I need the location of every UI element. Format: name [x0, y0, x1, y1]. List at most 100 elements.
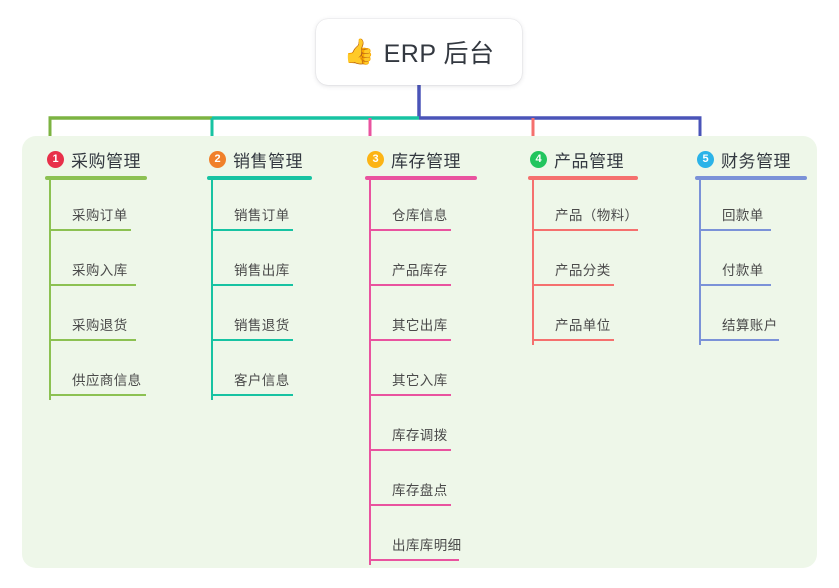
branch-item-label: 产品单位 [555, 318, 611, 333]
branch-item-label: 仓库信息 [392, 208, 448, 223]
branch-item-underline [371, 504, 451, 506]
branch-header-3[interactable]: 3 库存管理 [365, 146, 477, 172]
branch-item-label: 其它出库 [392, 318, 448, 333]
branch-item-underline [213, 229, 293, 231]
branch-number-badge: 2 [209, 150, 226, 168]
branch-item-underline [51, 339, 136, 341]
branch-item-label: 回款单 [722, 208, 764, 223]
branch-column-1: 1 采购管理采购订单采购入库采购退货供应商信息 [45, 146, 147, 400]
branch-item-underline [371, 229, 451, 231]
branch-item[interactable]: 仓库信息 [369, 180, 477, 235]
branch-item-label: 供应商信息 [72, 373, 142, 388]
branch-item-underline [534, 229, 638, 231]
branch-item-label: 库存盘点 [392, 483, 448, 498]
branch-items: 采购订单采购入库采购退货供应商信息 [49, 180, 147, 400]
branch-item[interactable]: 供应商信息 [49, 345, 147, 400]
branch-item-underline [534, 339, 614, 341]
branch-item-underline [534, 284, 614, 286]
branch-item[interactable]: 其它出库 [369, 290, 477, 345]
branch-item-underline [51, 284, 136, 286]
branch-item-underline [371, 394, 451, 396]
branch-item[interactable]: 产品库存 [369, 235, 477, 290]
branch-header-2[interactable]: 2 销售管理 [207, 146, 312, 172]
branch-item-label: 结算账户 [722, 318, 778, 333]
branch-underline [528, 176, 638, 180]
branch-item[interactable]: 产品单位 [532, 290, 638, 345]
branch-item-label: 产品库存 [392, 263, 448, 278]
branch-number-badge: 4 [530, 150, 547, 168]
branch-title: 库存管理 [391, 151, 461, 171]
branch-item-label: 销售出库 [234, 263, 290, 278]
branch-item-underline [371, 449, 451, 451]
branch-item-underline [371, 339, 451, 341]
branch-item[interactable]: 销售出库 [211, 235, 312, 290]
branch-spine [211, 180, 213, 400]
branch-item-underline [213, 394, 293, 396]
branch-item-label: 客户信息 [234, 373, 290, 388]
branch-item-label: 产品（物料） [555, 208, 639, 223]
branch-item[interactable]: 销售订单 [211, 180, 312, 235]
branch-item[interactable]: 库存调拨 [369, 400, 477, 455]
branch-item-underline [371, 559, 459, 561]
branch-item[interactable]: 采购退货 [49, 290, 147, 345]
branch-items: 仓库信息产品库存其它出库其它入库库存调拨库存盘点出库库明细 [369, 180, 477, 565]
branch-underline [695, 176, 807, 180]
branch-item[interactable]: 出库库明细 [369, 510, 477, 565]
branch-number-badge: 5 [697, 150, 714, 168]
branch-title: 销售管理 [233, 151, 303, 171]
branch-item-underline [213, 339, 293, 341]
branch-item-underline [701, 284, 771, 286]
branch-items: 销售订单销售出库销售退货客户信息 [211, 180, 312, 400]
root-node-label: ERP 后台 [383, 40, 495, 68]
branch-spine [49, 180, 51, 400]
branch-spine [532, 180, 534, 345]
branch-underline [365, 176, 477, 180]
branch-item-label: 采购退货 [72, 318, 128, 333]
branch-title: 采购管理 [71, 151, 141, 171]
thumbs-up-icon: 👍 [343, 37, 375, 66]
branch-spine [699, 180, 701, 345]
branch-item-underline [51, 229, 131, 231]
branch-item[interactable]: 结算账户 [699, 290, 807, 345]
branch-column-3: 3 库存管理仓库信息产品库存其它出库其它入库库存调拨库存盘点出库库明细 [365, 146, 477, 565]
branch-number-badge: 3 [367, 150, 384, 168]
branch-item-label: 付款单 [722, 263, 764, 278]
branch-item-label: 库存调拨 [392, 428, 448, 443]
branch-item-underline [701, 339, 779, 341]
branch-item-underline [51, 394, 146, 396]
branch-item[interactable]: 采购订单 [49, 180, 147, 235]
branch-column-4: 4 产品管理产品（物料） 产品分类产品单位 [528, 146, 638, 345]
branch-column-5: 5 财务管理回款单付款单结算账户 [695, 146, 807, 345]
branch-underline [207, 176, 312, 180]
branch-header-1[interactable]: 1 采购管理 [45, 146, 147, 172]
root-node[interactable]: 👍 ERP 后台 [316, 19, 522, 85]
branch-items: 回款单付款单结算账户 [699, 180, 807, 345]
branch-item[interactable]: 产品（物料） [532, 180, 638, 235]
branch-item-label: 采购订单 [72, 208, 128, 223]
branch-item[interactable]: 付款单 [699, 235, 807, 290]
branch-title: 财务管理 [721, 151, 791, 171]
branches-panel: 1 采购管理采购订单采购入库采购退货供应商信息 2 销售管理销售订单销售出库销售退货客… [22, 136, 817, 568]
branch-header-5[interactable]: 5 财务管理 [695, 146, 807, 172]
branch-title: 产品管理 [554, 151, 624, 171]
branch-item-label: 销售退货 [234, 318, 290, 333]
branch-spine [369, 180, 371, 565]
branch-item-underline [701, 229, 771, 231]
branch-item-label: 出库库明细 [392, 538, 462, 553]
branch-item[interactable]: 采购入库 [49, 235, 147, 290]
branch-item[interactable]: 产品分类 [532, 235, 638, 290]
branch-item-underline [371, 284, 451, 286]
branch-item[interactable]: 库存盘点 [369, 455, 477, 510]
branch-item-label: 产品分类 [555, 263, 611, 278]
branch-item-label: 销售订单 [234, 208, 290, 223]
branch-number-badge: 1 [47, 150, 64, 168]
branch-underline [45, 176, 147, 180]
branch-item[interactable]: 客户信息 [211, 345, 312, 400]
branch-item[interactable]: 回款单 [699, 180, 807, 235]
branch-item[interactable]: 其它入库 [369, 345, 477, 400]
branch-item[interactable]: 销售退货 [211, 290, 312, 345]
branch-header-4[interactable]: 4 产品管理 [528, 146, 638, 172]
branch-item-label: 其它入库 [392, 373, 448, 388]
branch-item-label: 采购入库 [72, 263, 128, 278]
